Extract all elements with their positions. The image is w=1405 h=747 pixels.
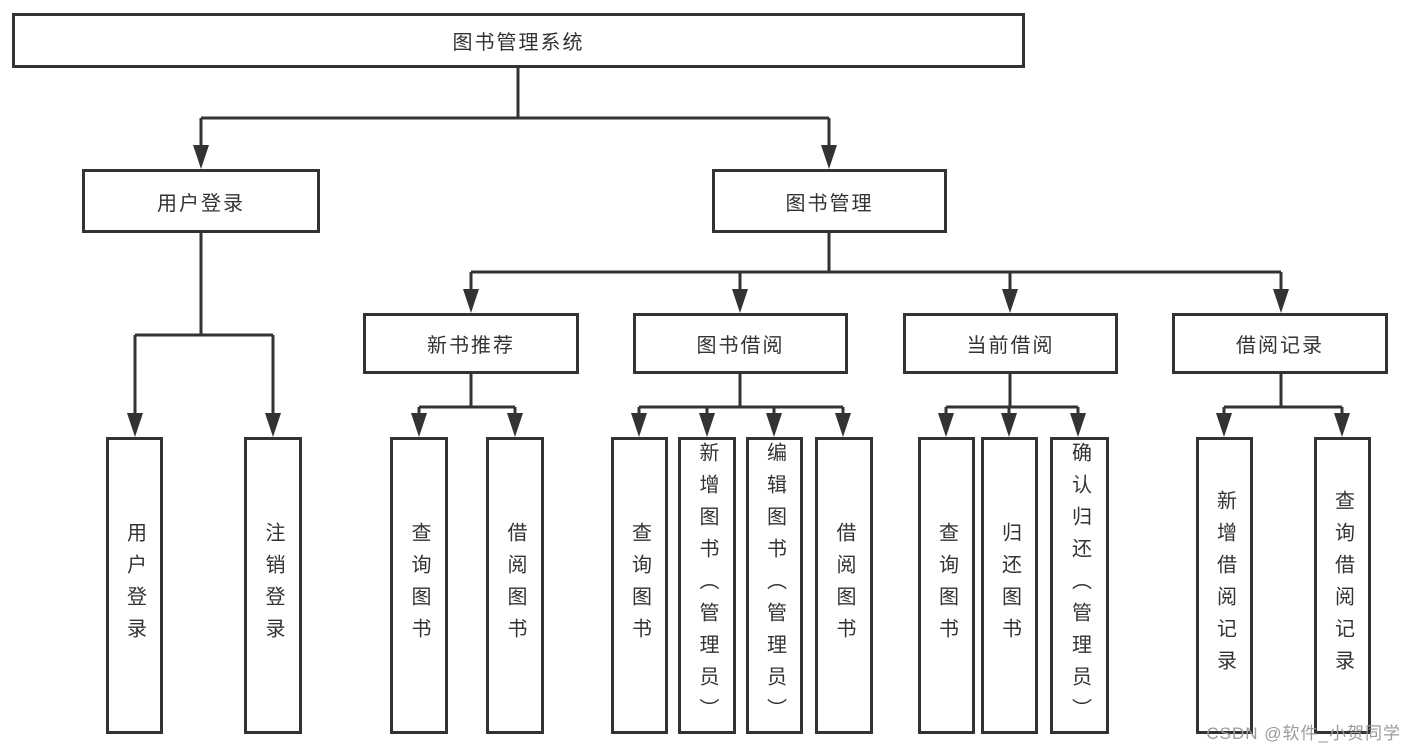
leaf-borrow-borrow-book: 借阅图书 — [815, 437, 873, 734]
leaf-record-add-borrow-record: 新增借阅记录 — [1196, 437, 1253, 734]
node-book-borrow: 图书借阅 — [633, 313, 848, 374]
node-borrow-record: 借阅记录 — [1172, 313, 1388, 374]
node-current-borrow: 当前借阅 — [903, 313, 1118, 374]
leaf-current-return-book: 归还图书 — [981, 437, 1038, 734]
leaf-borrow-add-book-admin: 新增图书（管理员） — [678, 437, 736, 734]
leaf-record-query-borrow-record: 查询借阅记录 — [1314, 437, 1371, 734]
node-book-management: 图书管理 — [712, 169, 947, 233]
leaf-borrow-query-book: 查询图书 — [611, 437, 668, 734]
leaf-user-login: 用户登录 — [106, 437, 163, 734]
leaf-newbook-query-book: 查询图书 — [390, 437, 448, 734]
node-system-root: 图书管理系统 — [12, 13, 1025, 68]
leaf-current-confirm-return-admin: 确认归还（管理员） — [1050, 437, 1109, 734]
leaf-newbook-borrow-book: 借阅图书 — [486, 437, 544, 734]
leaf-borrow-edit-book-admin: 编辑图书（管理员） — [746, 437, 803, 734]
node-user-login: 用户登录 — [82, 169, 320, 233]
leaf-logout: 注销登录 — [244, 437, 302, 734]
csdn-watermark: CSDN @软件_小贺同学 — [1206, 724, 1401, 743]
node-new-book-recommend: 新书推荐 — [363, 313, 579, 374]
leaf-current-query-book: 查询图书 — [918, 437, 975, 734]
